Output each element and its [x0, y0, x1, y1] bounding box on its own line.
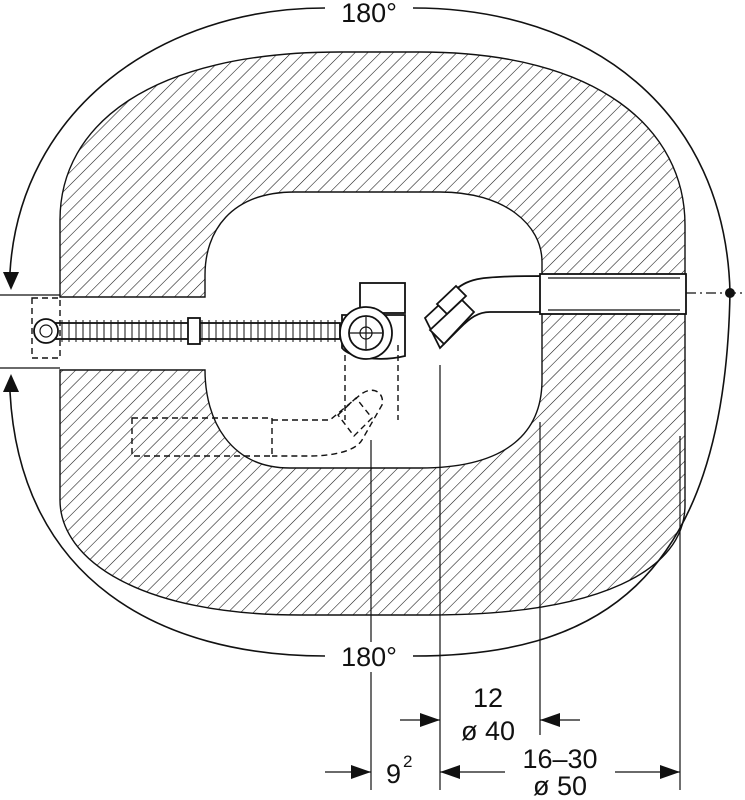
angle-label-bottom: 180°: [341, 642, 397, 672]
outlet-elbow: [423, 273, 687, 350]
angle-label-top: 180°: [341, 0, 397, 28]
dimension-9: 9: [386, 759, 401, 789]
valve-body: [339, 282, 406, 360]
dimension-diameter-50: ø 50: [533, 771, 587, 800]
dimension-9-superscript: 2: [403, 752, 412, 771]
rotation-arc-bottom: [3, 291, 731, 657]
outlet-alternate-dashed: [131, 345, 399, 457]
dimension-16-30: 16–30: [522, 744, 597, 774]
extension-lines: [370, 365, 681, 790]
rod-end-left: [31, 297, 61, 359]
dimension-12: 12: [473, 683, 503, 713]
pivot-dot: [725, 288, 735, 298]
arrow-up-left: [3, 374, 19, 392]
arrow-down-left: [3, 272, 19, 290]
dimension-diameter-40: ø 40: [461, 716, 515, 746]
rotation-arc-top: [3, 7, 731, 293]
centerline-right: [686, 288, 745, 298]
rotation-zone: [59, 51, 686, 616]
threaded-rod: [54, 317, 341, 345]
dimension-arrows: [325, 713, 680, 779]
